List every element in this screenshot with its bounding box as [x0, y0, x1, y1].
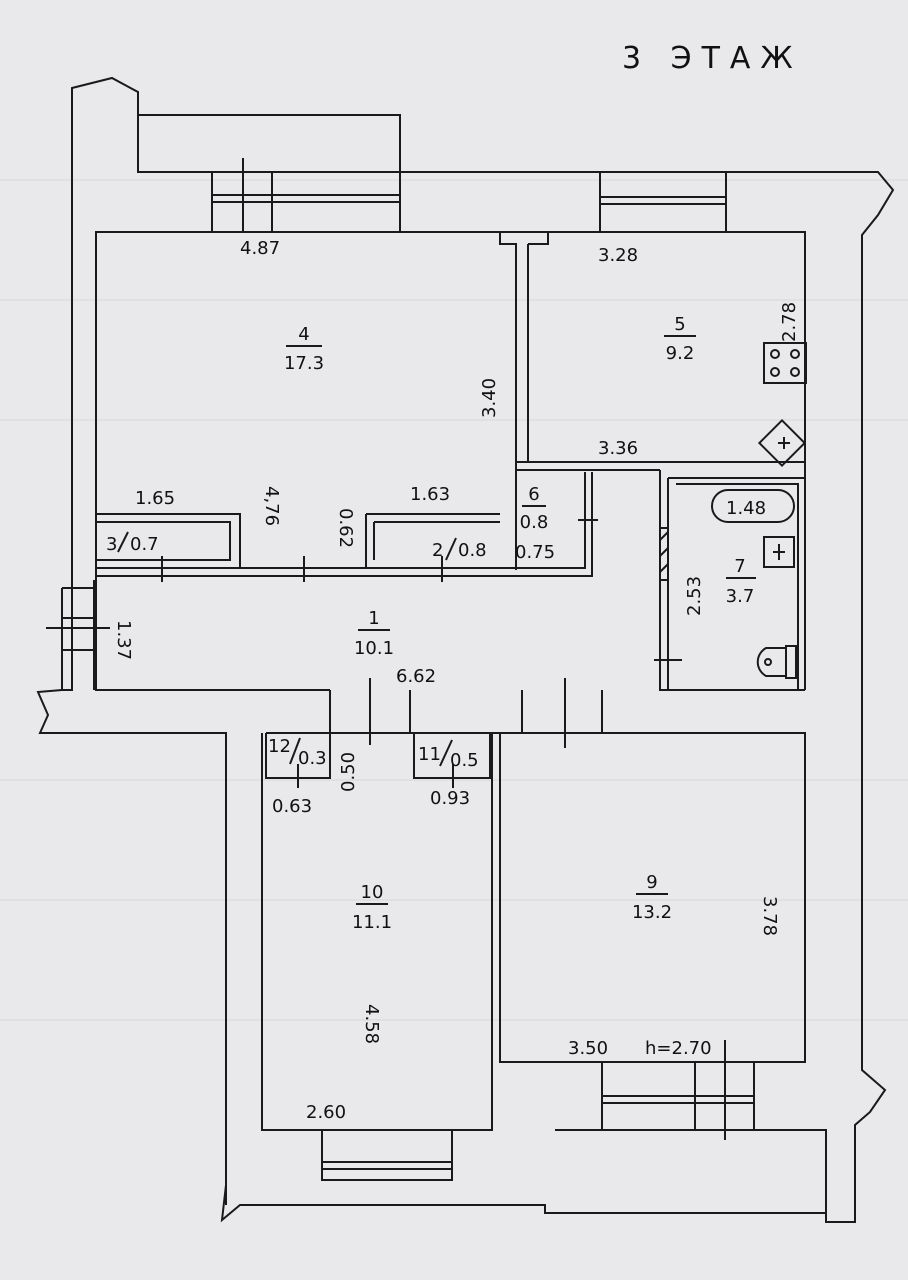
dim-328: 3.28 — [598, 245, 638, 266]
toilet-icon — [756, 645, 797, 679]
stove-icon — [763, 342, 807, 384]
room-label-5: 5 9.2 — [664, 314, 696, 364]
dim-350: 3.50 — [568, 1038, 608, 1059]
svg-text:12: 12 — [268, 736, 291, 757]
svg-text:10.1: 10.1 — [354, 638, 394, 659]
svg-text:13.2: 13.2 — [632, 902, 672, 923]
dim-253: 2.53 — [684, 576, 705, 616]
dim-662: 6.62 — [396, 666, 436, 687]
svg-text:3: 3 — [106, 534, 117, 555]
room-label-11: 11 0.5 — [418, 739, 479, 771]
door-marks — [46, 519, 682, 788]
partitions — [96, 232, 827, 1213]
paper-lines — [0, 179, 908, 1021]
dim-165: 1.65 — [135, 488, 175, 509]
outer-walls — [36, 76, 895, 1223]
dim-062: 0.62 — [335, 508, 356, 548]
ceiling-height: h=2.70 — [645, 1038, 712, 1059]
dim-336: 3.36 — [598, 438, 638, 459]
svg-text:2: 2 — [432, 540, 443, 561]
dim-075: 0.75 — [515, 542, 555, 563]
room-label-3: 3 0.7 — [106, 531, 159, 555]
svg-text:11: 11 — [418, 744, 441, 765]
room-label-6: 6 0.8 — [520, 484, 549, 533]
room-label-9: 9 13.2 — [632, 872, 672, 923]
bathtub-icon — [711, 489, 795, 523]
dim-278: 2.78 — [779, 302, 800, 342]
dim-340: 3.40 — [479, 378, 500, 418]
floor-title: 3 ЭТАЖ — [622, 41, 803, 76]
dim-476: 4,76 — [261, 486, 282, 526]
svg-text:0.3: 0.3 — [298, 748, 327, 769]
dim-148: 1.48 — [726, 498, 766, 519]
svg-text:17.3: 17.3 — [284, 353, 324, 374]
windows-top — [211, 158, 727, 233]
dim-458: 4.58 — [361, 1004, 382, 1044]
svg-text:0.7: 0.7 — [130, 534, 159, 555]
dimension-labels: 4.87 3.28 2.78 3.40 3.36 1.65 4,76 0.62 … — [113, 238, 800, 1123]
dim-378: 3.78 — [759, 896, 780, 936]
dim-163: 1.63 — [410, 484, 450, 505]
dim-050: 0.50 — [338, 752, 359, 792]
sink-icon — [757, 418, 807, 468]
room-label-4: 4 17.3 — [284, 324, 324, 374]
room-label-12: 12 0.3 — [268, 736, 327, 769]
svg-text:4: 4 — [298, 324, 309, 345]
dim-137: 1.37 — [113, 620, 134, 660]
svg-text:11.1: 11.1 — [352, 912, 392, 933]
svg-text:9.2: 9.2 — [666, 343, 695, 364]
room-label-10: 10 11.1 — [352, 882, 392, 933]
svg-text:7: 7 — [734, 556, 745, 577]
svg-text:6: 6 — [528, 484, 539, 505]
dim-093: 0.93 — [430, 788, 470, 809]
dim-487: 4.87 — [240, 238, 280, 259]
svg-text:3.7: 3.7 — [726, 586, 755, 607]
svg-text:0.8: 0.8 — [458, 540, 487, 561]
dim-063: 0.63 — [272, 796, 312, 817]
svg-text:0.5: 0.5 — [450, 750, 479, 771]
room-label-2: 2 0.8 — [432, 537, 487, 561]
room-label-7: 7 3.7 — [726, 556, 756, 607]
washbasin-icon — [763, 536, 795, 568]
svg-text:0.8: 0.8 — [520, 512, 549, 533]
dim-260: 2.60 — [306, 1102, 346, 1123]
svg-text:9: 9 — [646, 872, 657, 893]
svg-text:10: 10 — [361, 882, 384, 903]
svg-text:1: 1 — [368, 608, 379, 629]
svg-text:5: 5 — [674, 314, 685, 335]
room-label-1: 1 10.1 — [354, 608, 394, 659]
